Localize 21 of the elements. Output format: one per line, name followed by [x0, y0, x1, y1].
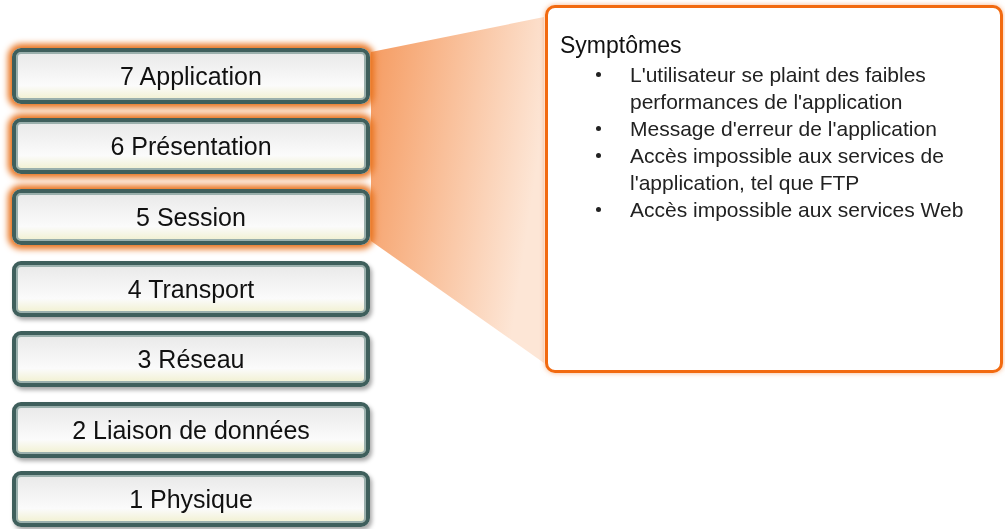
symptom-text: L'utilisateur se plaint des faibles performances de l'application [630, 63, 926, 113]
layer-label: 2 Liaison de données [72, 415, 310, 445]
layer-label: 7 Application [120, 61, 262, 91]
callout-box [545, 5, 1003, 373]
callout-heading: Symptômes [560, 32, 682, 59]
symptom-text: Accès impossible aux services Web [630, 198, 964, 221]
osi-layer-box [12, 471, 370, 527]
osi-layer-box [12, 48, 370, 104]
osi-layer-box [12, 331, 370, 387]
osi-layer-box [12, 402, 370, 458]
symptom-text: Message d'erreur de l'application [630, 117, 937, 140]
layer-label: 4 Transport [127, 274, 255, 304]
symptom-text: Accès impossible aux services de l'application, tel que FTP [630, 144, 944, 194]
osi-layer-box [12, 261, 370, 317]
osi-layer-box [12, 118, 370, 174]
osi-layer-box [12, 189, 370, 245]
layer-label: 1 Physique [129, 484, 253, 514]
callout-wedge [371, 17, 544, 363]
layer-label: 6 Présentation [110, 131, 272, 161]
layer-label: 3 Réseau [137, 344, 245, 374]
layer-label: 5 Session [136, 202, 246, 232]
